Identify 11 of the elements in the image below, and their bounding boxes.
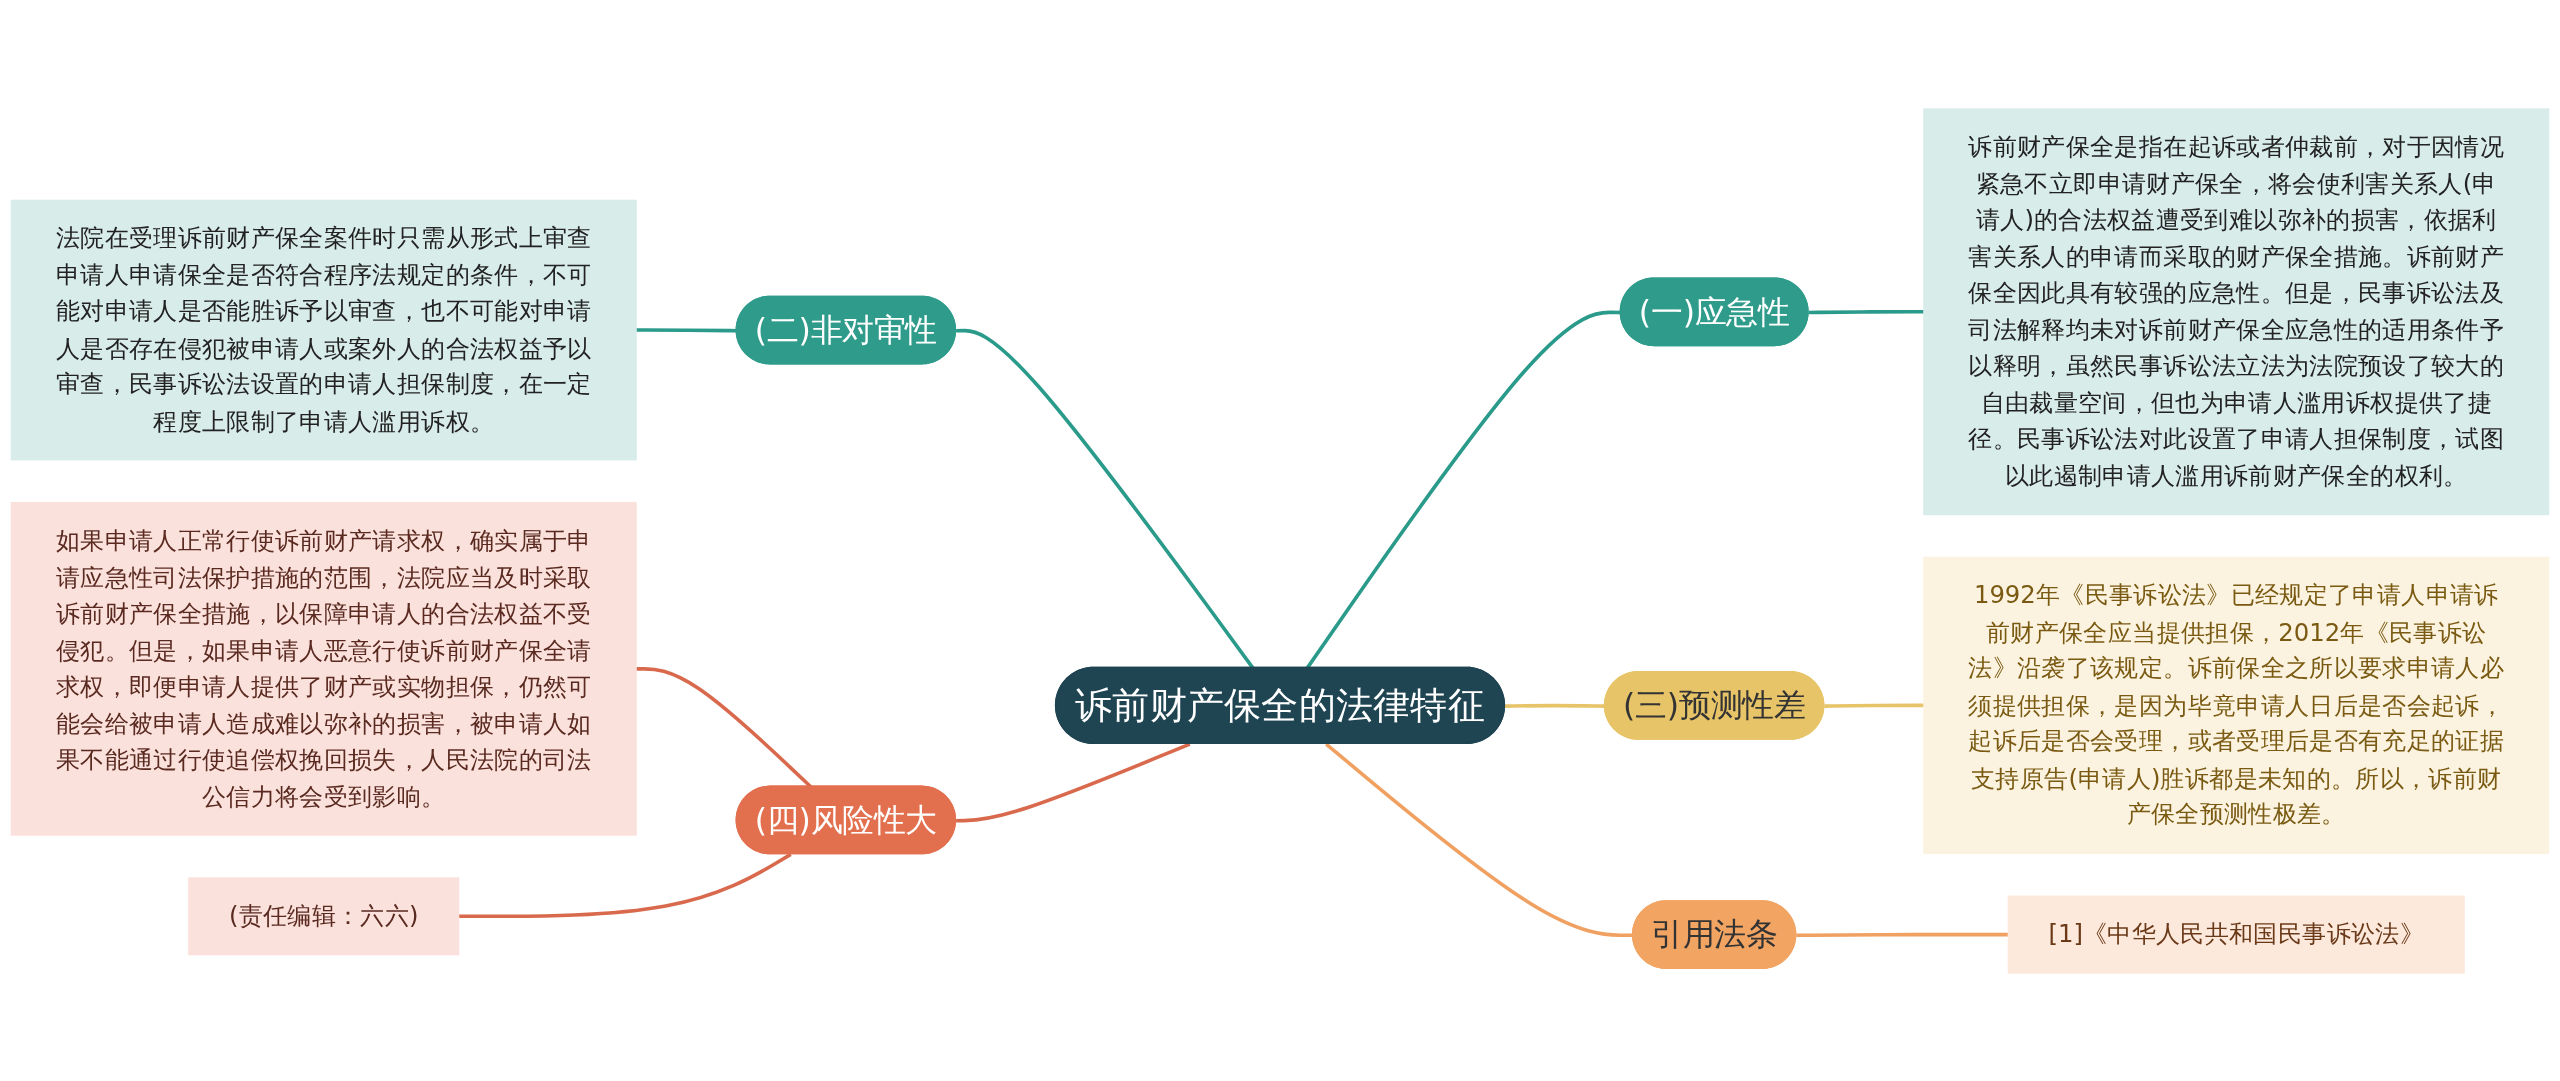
node-box: 诉前财产保全是指在起诉或者仲裁前，对于因情况紧急不立即申请财产保全，将会使利害关系人(申请人)的合法权益遭受到难以弥补的损害，依据利害关系人的申请而采取的财产保全措施。诉前财产保全因此具有较强的应急性。但是，民事诉讼法及司法解释均未对诉前财产保全应急性的适用条件予以释明，虽然民事诉讼法立法为法院预设了较大的自由裁量空间，但也为申请人滥用诉权提供了捷径。民事诉讼法对此设置了申请人担保制度，试图以此遏制申请人滥用诉前财产保全的权利。 [1923,107,2550,515]
node-box: [1]《中华人民共和国民事诉讼法》 [2007,895,2465,974]
connector [1808,309,1924,314]
node-box: (责任编辑：六六) [188,876,460,955]
node-box: 法院在受理诉前财产保全案件时只需从形式上审查申请人申请保全是否符合程序法规定的条件，不可能对申请人是否能胜诉予以审查，也不可能对申请人是否存在侵犯被申请人或案外人的合法权益予以审查，民事诉讼法设置的申请人担保制度，在一定程度上限制了申请人滥用诉权。 [10,199,637,460]
node-box: 如果申请人正常行使诉前财产请求权，确实属于申请应急性司法保护措施的范围，法院应当及时采取诉前财产保全措施，以保障申请人的合法权益不受侵犯。但是，如果申请人恶意行使诉前财产保全请求权，即便申请人提供了财产或实物担保，仍然可能会给被申请人造成难以弥补的损害，被申请人如果不能通过行使追偿权挽回损失，人民法院的司法公信力将会受到影响。 [10,501,637,836]
connector [1796,932,2009,937]
connector [956,741,1191,822]
connector [1824,703,1924,708]
node-box: 1992年《民事诉讼法》已经规定了申请人申请诉前财产保全应当提供担保，2012年《民事诉讼法》沿袭了该规定。诉前保全之所以要求申请人必须提供担保，是因为毕竟申请人日后是否会起诉，起诉后是否会受理，或者受理后是否有充足的证据支持原告(申请人)胜诉都是未知的。所以，诉前财产保全预测性极差。 [1923,556,2550,854]
connector [458,852,792,918]
